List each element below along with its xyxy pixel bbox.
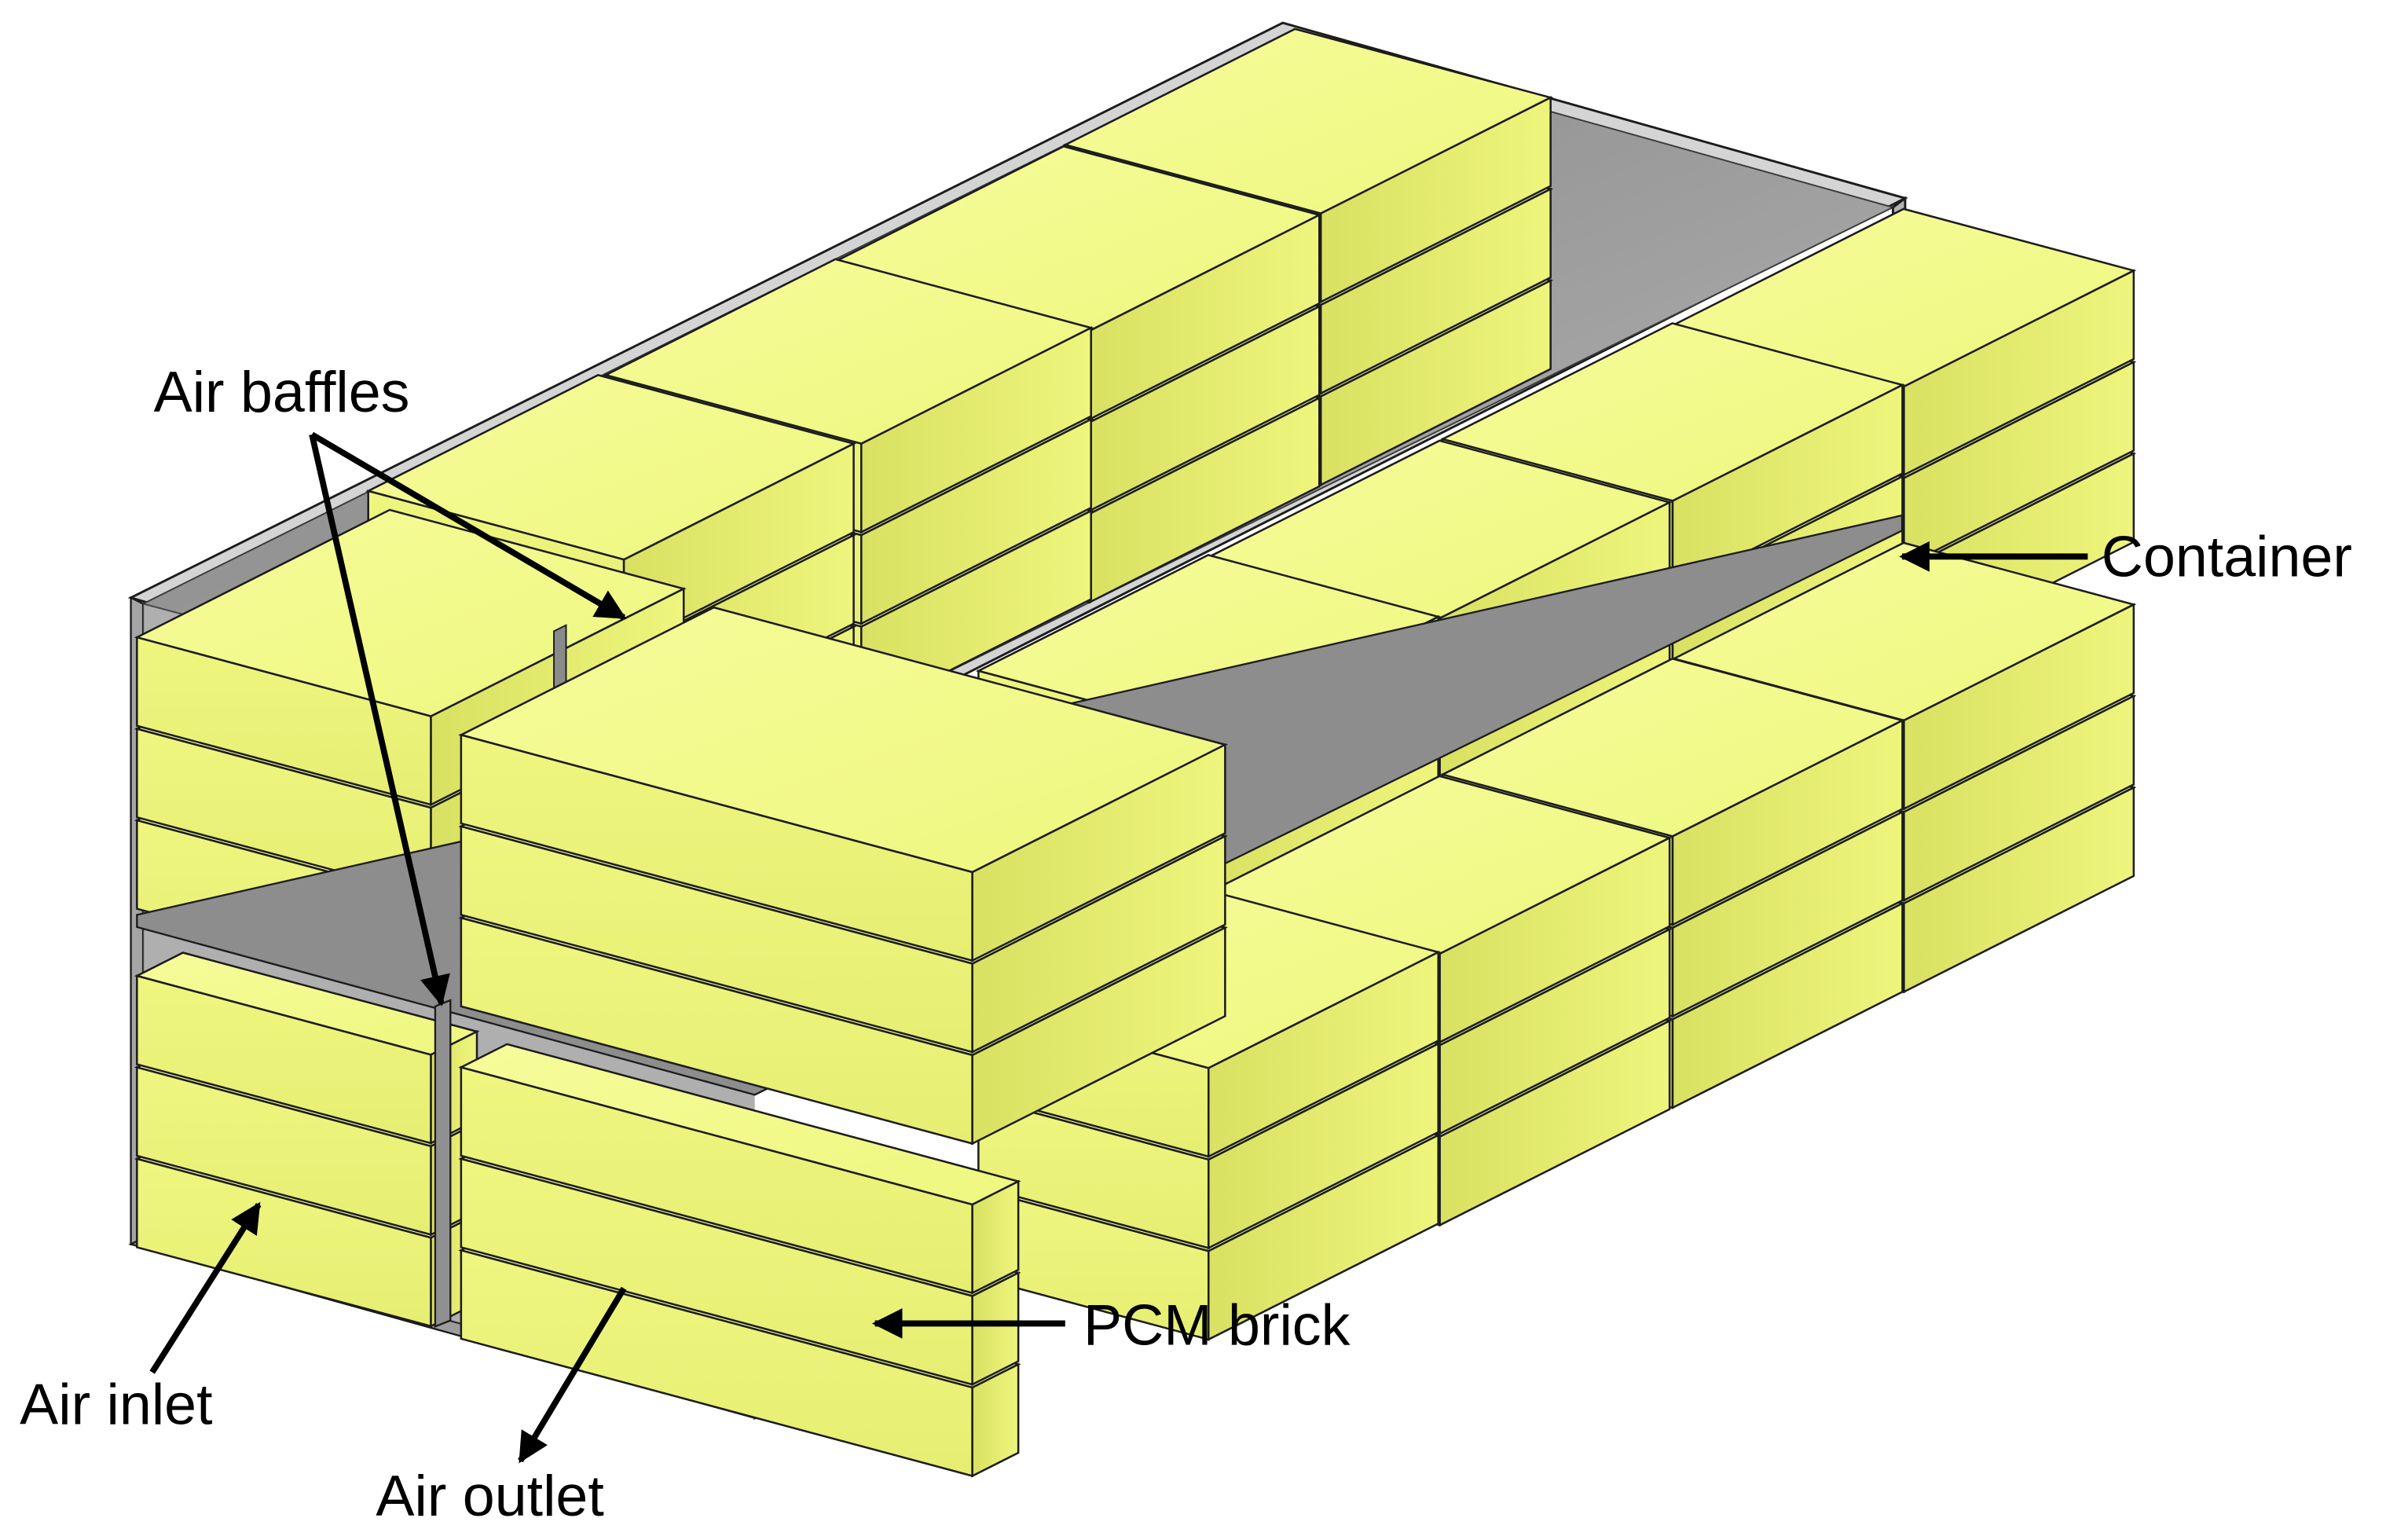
vertical-baffle-plate [434, 999, 452, 1329]
brick-side-face [1903, 786, 2135, 994]
brick-side-face [1207, 1133, 1439, 1341]
arrow-baffle-lower [309, 434, 450, 1006]
brick-side-face [1207, 950, 1439, 1158]
brick-side-face [1671, 901, 1904, 1109]
brick-side-face [1903, 694, 2135, 902]
brick-side-face [1671, 810, 1904, 1018]
pcm-brick [458, 1043, 1021, 1295]
arrow-air-inlet [149, 1201, 262, 1374]
brick-side-face [971, 1179, 1020, 1295]
brick-side-face [1319, 187, 1552, 395]
label-container: Container [2102, 523, 2352, 588]
pcm-brick [458, 606, 1228, 962]
brick-side-face [1439, 836, 1671, 1044]
brick-side-face [1903, 603, 2135, 811]
brick-side-face [1319, 96, 1552, 304]
brick-side-face [860, 326, 1092, 534]
brick-side-face [860, 417, 1092, 625]
brick-side-face [1439, 927, 1671, 1135]
brick-side-face [1319, 279, 1552, 487]
brick-side-face [971, 1270, 1020, 1387]
label-pcm-brick: PCM brick [1083, 1292, 1350, 1358]
pcm-brick-front-stack [458, 606, 1228, 1478]
brick-side-face [971, 742, 1226, 962]
brick-side-face [1671, 718, 1904, 927]
brick-side-face [1207, 1042, 1439, 1250]
brick-side-face [1903, 269, 2135, 477]
annotation-arrows [149, 431, 2088, 1464]
brick-side-face [1439, 1019, 1671, 1227]
brick-side-face [971, 1362, 1020, 1478]
label-air-outlet: Air outlet [376, 1463, 603, 1528]
label-air-baffles: Air baffles [154, 359, 410, 424]
pcm-brick [134, 952, 480, 1146]
brick-side-face [1671, 383, 1904, 592]
arrow-baffle-upper [310, 431, 627, 621]
brick-side-face [971, 834, 1226, 1054]
brick-side-face [971, 926, 1226, 1146]
label-air-inlet: Air inlet [20, 1371, 212, 1436]
brick-side-face [1903, 360, 2135, 568]
arrow-air-outlet [518, 1286, 627, 1464]
